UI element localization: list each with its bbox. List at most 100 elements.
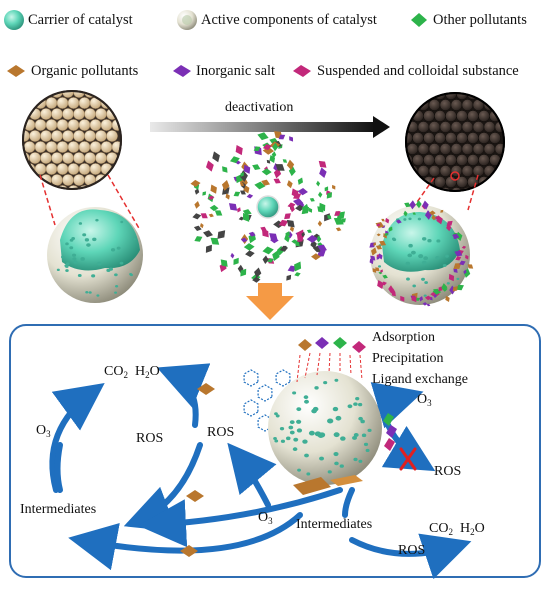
dark-bead xyxy=(461,121,474,133)
surface-flake xyxy=(384,233,389,236)
surface-flake xyxy=(433,293,437,299)
pore xyxy=(314,431,322,437)
pollutant-particle xyxy=(222,166,228,173)
dark-bead xyxy=(450,187,463,190)
pollutant-particle xyxy=(297,177,303,185)
fresh-bead xyxy=(51,152,63,164)
pore xyxy=(84,238,90,242)
pollutant-particle xyxy=(291,239,298,244)
ligand-exchange-label: Ligand exchange xyxy=(372,372,469,387)
fresh-bead xyxy=(56,97,69,109)
arrow-sphere-right-down xyxy=(342,487,355,518)
dark-bead xyxy=(412,154,424,166)
surface-flake xyxy=(459,260,466,266)
pore xyxy=(80,257,85,261)
pore xyxy=(333,452,339,457)
surface-flake xyxy=(436,215,443,225)
pollutant-particle xyxy=(239,182,245,186)
surface-flake xyxy=(370,255,376,261)
pore xyxy=(92,237,97,242)
zoom-line-left-2 xyxy=(107,174,141,231)
pore xyxy=(65,262,70,266)
zoom-marker xyxy=(450,171,460,181)
pore xyxy=(91,274,96,278)
fresh-bead xyxy=(51,174,63,186)
pore xyxy=(332,406,339,412)
intermediates-right-label: Intermediates xyxy=(296,517,373,532)
pollutant-particle xyxy=(306,229,312,234)
pore xyxy=(302,439,308,444)
fresh-bead xyxy=(40,130,52,142)
surface-flake xyxy=(377,279,384,290)
pore xyxy=(435,255,440,260)
pollutant-particle xyxy=(243,243,255,251)
suspended-legend-icon xyxy=(293,65,311,77)
catalyst-sphere-large xyxy=(268,371,382,485)
pollutant-particle xyxy=(194,188,200,195)
surface-flake xyxy=(463,268,471,278)
surface-flake xyxy=(455,231,463,242)
pollutant-particle xyxy=(233,191,241,197)
dark-bead xyxy=(423,154,435,166)
surface-flake xyxy=(379,240,387,246)
pollutant-particle xyxy=(341,218,346,223)
deactivation-arrow-body xyxy=(150,122,375,132)
pollutant-particle xyxy=(287,202,296,209)
dark-bead xyxy=(450,121,463,133)
dark-bead xyxy=(472,121,485,133)
surface-flake xyxy=(376,233,381,237)
surface-flake xyxy=(455,256,462,261)
pollutant-particle xyxy=(233,257,239,266)
pore xyxy=(355,396,360,401)
fresh-bead xyxy=(45,119,58,131)
fresh-bead xyxy=(45,141,58,153)
arrow-o3-to-co2 xyxy=(49,382,105,493)
pollutant-particle xyxy=(262,144,272,151)
pore xyxy=(95,218,99,222)
surface-flake xyxy=(463,269,467,275)
fresh-bead xyxy=(73,152,85,164)
pore xyxy=(65,269,69,272)
pollutant-particle xyxy=(260,226,267,232)
pollutant-particle xyxy=(267,258,274,263)
surface-flake xyxy=(409,200,416,210)
pollutant-particle xyxy=(288,166,296,177)
dark-bead xyxy=(494,187,503,190)
pore xyxy=(358,459,363,463)
arrow-sphere-to-bottom xyxy=(68,512,303,571)
dark-bead xyxy=(407,99,419,111)
pollutant-particle xyxy=(282,159,288,163)
pollutant-particle xyxy=(275,164,285,171)
fresh-catalyst-photo xyxy=(22,90,122,190)
pollutant-particle xyxy=(245,250,255,258)
pore xyxy=(308,430,315,436)
pore xyxy=(361,433,367,438)
pore xyxy=(334,461,339,466)
pore xyxy=(339,464,344,468)
surface-flake xyxy=(424,295,432,301)
pollutant-particle xyxy=(240,190,246,195)
pollutant-particle xyxy=(272,250,280,261)
fresh-bead xyxy=(95,92,107,98)
pollutant-particle xyxy=(210,237,220,245)
pollutant-cloud xyxy=(190,131,346,283)
pore xyxy=(72,257,77,261)
dark-bead xyxy=(478,132,490,144)
pore xyxy=(352,435,358,440)
fresh-bead xyxy=(24,141,36,153)
pollutant-particle xyxy=(306,234,318,243)
incoming-pollutants xyxy=(296,337,366,383)
fresh-bead xyxy=(73,174,85,186)
fresh-bead xyxy=(100,185,113,188)
surface-flake xyxy=(375,267,380,272)
ros-bottom-label: ROS xyxy=(398,543,426,558)
surface-flake xyxy=(446,220,453,227)
deactivated-catalyst-photo xyxy=(405,92,505,192)
pore xyxy=(391,237,396,241)
fresh-bead xyxy=(67,141,80,153)
fresh-bead xyxy=(73,108,85,120)
pore xyxy=(296,407,302,412)
pollutant-particle xyxy=(319,167,327,179)
fresh-catalyst-sphere xyxy=(47,207,143,303)
pore xyxy=(286,436,291,441)
